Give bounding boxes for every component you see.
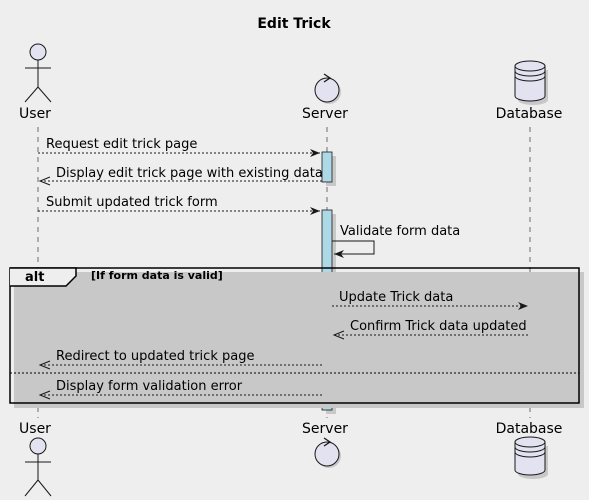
- arrowhead-icon: [38, 360, 51, 370]
- message-label: Display form validation error: [56, 379, 243, 394]
- message-label: Confirm Trick data updated: [350, 319, 527, 334]
- message-validate-form: Validate form data: [332, 224, 460, 258]
- activation-server-1: [321, 151, 336, 186]
- database-icon: [514, 60, 548, 105]
- participant-label: Database: [496, 106, 563, 122]
- arrowhead-icon: [310, 149, 320, 157]
- message-label: Validate form data: [340, 224, 460, 239]
- participant-database-bottom: Database: [496, 421, 563, 479]
- alt-frame: alt [If form data is valid]: [9, 267, 584, 408]
- alt-frame-border: [9, 267, 580, 404]
- participant-server-bottom: Server: [302, 421, 348, 468]
- arrowhead-icon: [334, 250, 344, 258]
- participant-database-top: Database: [496, 60, 563, 122]
- control-icon: [314, 73, 341, 104]
- message-update-trick: Update Trick data: [332, 290, 528, 310]
- message-redirect: Redirect to updated trick page: [38, 349, 322, 370]
- message-confirm-update: Confirm Trick data updated: [332, 319, 530, 340]
- alt-condition: [If form data is valid]: [91, 269, 223, 282]
- actor-icon: [24, 437, 52, 497]
- participant-label: User: [19, 421, 51, 437]
- message-validation-error: Display form validation error: [38, 379, 322, 400]
- participant-label: Server: [302, 421, 348, 437]
- message-request-edit-page: Request edit trick page: [38, 137, 320, 157]
- participant-label: Server: [302, 106, 348, 122]
- message-label: Display edit trick page with existing da…: [56, 166, 323, 181]
- message-label: Request edit trick page: [46, 137, 197, 152]
- control-icon: [314, 437, 341, 468]
- arrowhead-icon: [310, 207, 320, 215]
- database-icon: [514, 436, 548, 479]
- arrowhead-icon: [518, 302, 528, 310]
- arrowhead-icon: [332, 330, 345, 340]
- message-label: Update Trick data: [339, 290, 453, 305]
- arrowhead-icon: [38, 390, 51, 400]
- alt-frame-shadow: [14, 272, 584, 408]
- arrowhead-icon: [38, 176, 51, 186]
- diagram-title: Edit Trick: [257, 16, 331, 32]
- participant-user-top: User: [19, 43, 52, 122]
- message-display-edit-page: Display edit trick page with existing da…: [38, 166, 323, 186]
- actor-icon: [24, 43, 52, 103]
- participant-label: User: [19, 106, 51, 122]
- participant-server-top: Server: [302, 73, 348, 122]
- alt-frame-tab: [10, 267, 77, 287]
- message-submit-form: Submit updated trick form: [38, 195, 320, 215]
- participant-label: Database: [496, 421, 563, 437]
- message-label: Redirect to updated trick page: [56, 349, 254, 364]
- participant-user-bottom: User: [19, 421, 52, 497]
- alt-keyword: alt: [25, 270, 44, 285]
- message-label: Submit updated trick form: [46, 195, 218, 210]
